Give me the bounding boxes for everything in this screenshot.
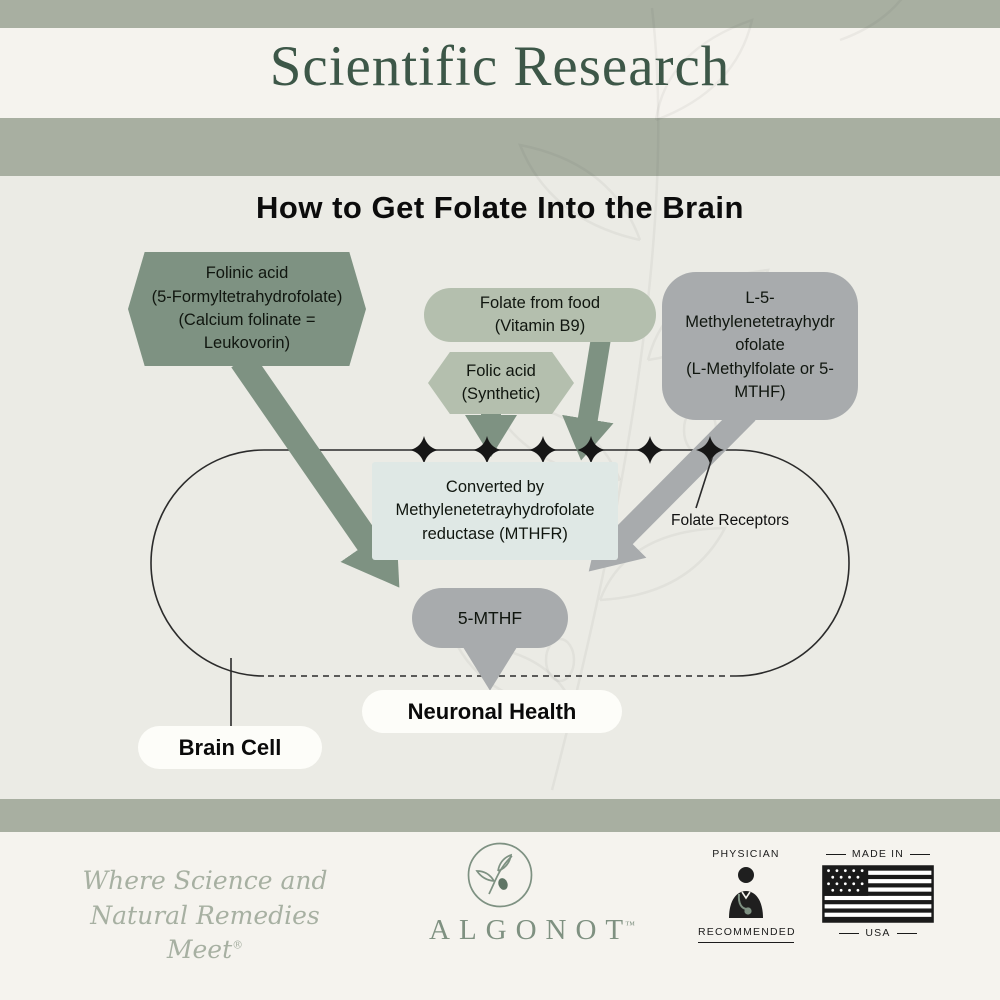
- upper-divider-band: [0, 118, 1000, 176]
- doctor-icon: [729, 867, 763, 918]
- made-in-label: MADE IN: [851, 848, 905, 860]
- registered-mark: ®: [232, 938, 244, 952]
- label-folate-receptors: Folate Receptors: [670, 512, 790, 529]
- physician-label: PHYSICIAN: [712, 848, 780, 860]
- usa-flag-icon: [822, 865, 934, 923]
- label-neuronal-health: Neuronal Health: [362, 690, 622, 733]
- algonot-logo: ALGONOT™: [420, 840, 635, 947]
- label-brain-cell: Brain Cell: [138, 726, 322, 769]
- rule-line: [896, 932, 917, 934]
- node-l5-methylfolate: L-5- Methylenetetrayhydr ofolate (L-Meth…: [662, 272, 858, 420]
- rule-line: [839, 932, 860, 934]
- node-folinic-acid: Folinic acid (5-Formyltetrahydrofolate) …: [128, 252, 366, 366]
- algonot-logo-icon: [467, 842, 533, 908]
- node-5-mthf: 5-MTHF: [412, 588, 568, 648]
- made-in-label-row: MADE IN: [818, 848, 938, 860]
- node-folic-acid: Folic acid (Synthetic): [428, 352, 574, 414]
- usa-label: USA: [865, 927, 891, 939]
- diagram-title: How to Get Folate Into the Brain: [256, 190, 744, 225]
- brand-name: ALGONOT™: [429, 914, 635, 946]
- tagline-line1: Where Science and: [82, 866, 328, 895]
- rule-line: [910, 853, 931, 855]
- rule-line: [825, 853, 846, 855]
- made-in-usa-badge: MADE IN USA: [818, 848, 938, 939]
- lower-divider-band: [0, 799, 1000, 832]
- node-mthfr-conversion: Converted by Methylenetetrayhydrofolate …: [372, 462, 618, 560]
- page-title: Scientific Research: [269, 35, 731, 98]
- top-accent-strip: [0, 0, 1000, 28]
- node-folate-from-food: Folate from food (Vitamin B9): [424, 288, 656, 342]
- tagline-line2: Natural Remedies Meet®: [90, 900, 320, 965]
- brand-tagline: Where Science and Natural Remedies Meet®: [55, 864, 355, 968]
- usa-label-row: USA: [818, 927, 938, 939]
- recommended-label: RECOMMENDED: [698, 926, 795, 943]
- physician-recommended-badge: PHYSICIAN RECOMMENDED: [698, 848, 795, 943]
- trademark-mark: ™: [625, 920, 635, 932]
